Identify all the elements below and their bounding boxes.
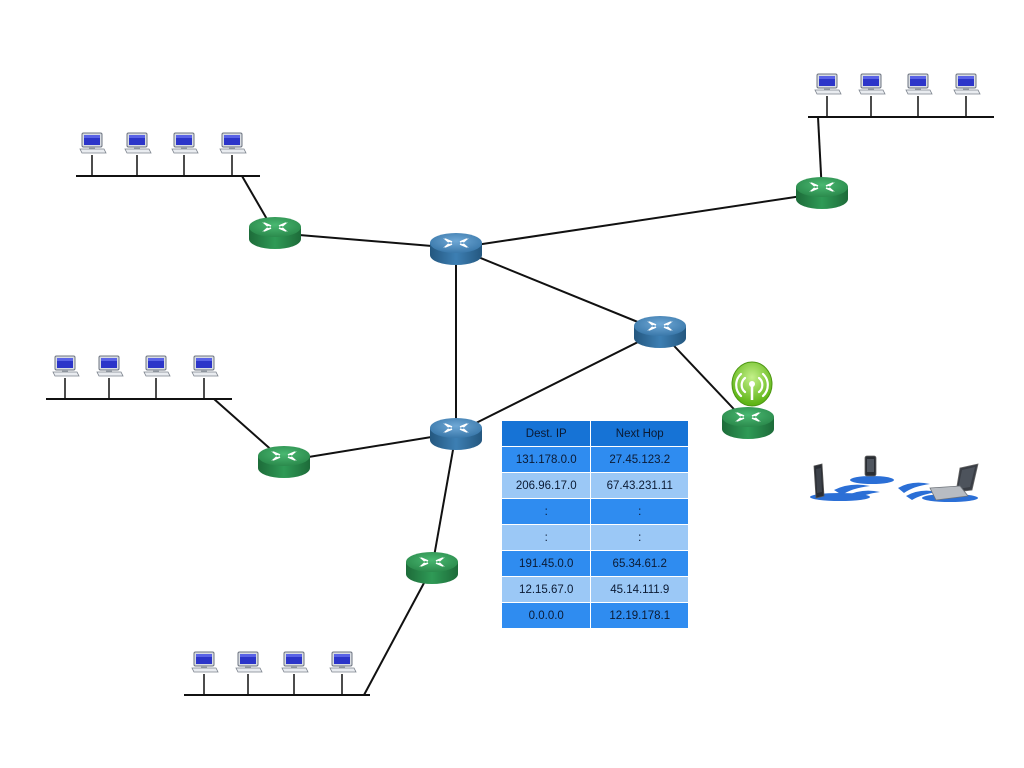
desktop-computer-icon (953, 73, 981, 95)
routing-table-header: Dest. IP Next Hop (502, 421, 688, 447)
table-row: : : (502, 524, 688, 551)
edge-router-icon (796, 177, 848, 209)
next-hop-cell: : (590, 498, 688, 525)
wireless-router (722, 361, 774, 439)
dest-ip-cell: 12.15.67.0 (502, 576, 592, 603)
desktop-computer-icon (858, 73, 886, 95)
link (455, 192, 823, 249)
smartphone-icon (813, 463, 825, 499)
core-router-icon (634, 316, 686, 348)
laptop-icon (929, 463, 979, 501)
link (659, 330, 749, 425)
table-row: : : (502, 498, 688, 525)
table-row: 131.178.0.0 27.45.123.2 (502, 446, 688, 473)
link (283, 432, 457, 462)
routing-table: Dest. IP Next Hop 131.178.0.0 27.45.123.… (502, 421, 688, 628)
desktop-computer-icon (191, 355, 219, 377)
lan-segment-middle-left (46, 355, 232, 400)
dest-ip-cell: : (502, 524, 592, 551)
table-row: 206.96.17.0 67.43.231.11 (502, 472, 688, 499)
table-row: 0.0.0.0 12.19.178.1 (502, 602, 688, 628)
desktop-computer-icon (191, 651, 219, 673)
wireless-antenna-icon (731, 361, 773, 407)
lan-segment-bottom (184, 651, 370, 696)
wireless-devices-illustration (810, 455, 979, 502)
dest-ip-cell: 131.178.0.0 (502, 446, 592, 473)
wireless-wave (898, 482, 930, 493)
column-header-next-hop: Next Hop (590, 421, 688, 447)
smartphone-icon (864, 455, 877, 477)
table-row: 12.15.67.0 45.14.111.9 (502, 576, 688, 603)
router-icon (722, 407, 774, 439)
link (363, 567, 433, 696)
column-header-dest-ip: Dest. IP (502, 421, 592, 447)
desktop-computer-icon (219, 132, 247, 154)
desktop-computer-icon (96, 355, 124, 377)
next-hop-cell: 65.34.61.2 (590, 550, 688, 577)
wireless-wave (850, 476, 894, 484)
link (431, 432, 457, 569)
desktop-computer-icon (814, 73, 842, 95)
desktop-computer-icon (171, 132, 199, 154)
next-hop-cell: 67.43.231.11 (590, 472, 688, 499)
desktop-computer-icon (124, 132, 152, 154)
desktop-computer-icon (79, 132, 107, 154)
lan-segment-top-right (808, 73, 994, 118)
wireless-wave (906, 490, 938, 500)
dest-ip-cell: 191.45.0.0 (502, 550, 592, 577)
next-hop-cell: : (590, 524, 688, 551)
dest-ip-cell: : (502, 498, 592, 525)
next-hop-cell: 45.14.111.9 (590, 576, 688, 603)
lan-segment-top-left (76, 132, 260, 177)
table-row: 191.45.0.0 65.34.61.2 (502, 550, 688, 577)
link (274, 232, 457, 249)
dest-ip-cell: 0.0.0.0 (502, 602, 592, 628)
next-hop-cell: 27.45.123.2 (590, 446, 688, 473)
desktop-computer-icon (52, 355, 80, 377)
core-router-icon (430, 233, 482, 265)
edge-router-icon (406, 552, 458, 584)
desktop-computer-icon (143, 355, 171, 377)
core-router-icon (430, 418, 482, 450)
wireless-wave (834, 484, 870, 495)
next-hop-cell: 12.19.178.1 (590, 602, 688, 628)
desktop-computer-icon (235, 651, 263, 673)
edge-router-icon (258, 446, 310, 478)
link (455, 330, 661, 434)
dest-ip-cell: 206.96.17.0 (502, 472, 592, 499)
wireless-wave (846, 490, 880, 500)
desktop-computer-icon (905, 73, 933, 95)
desktop-computer-icon (329, 651, 357, 673)
link (455, 247, 661, 332)
desktop-computer-icon (281, 651, 309, 673)
edge-router-icon (249, 217, 301, 249)
